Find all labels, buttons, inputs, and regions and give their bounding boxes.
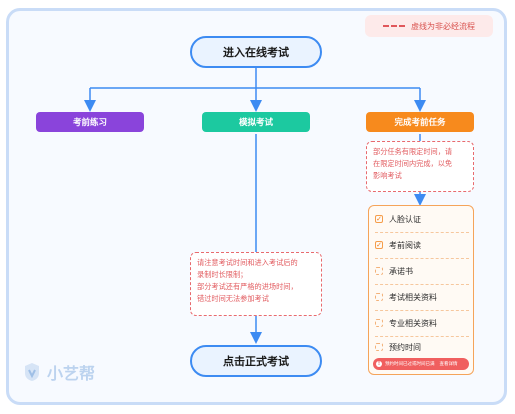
branch-tasks-label: 完成考前任务 (394, 118, 446, 128)
branch-simulation: 模拟考试 (202, 112, 310, 132)
task-label: 考试相关资料 (389, 292, 437, 302)
logo-icon (25, 363, 39, 381)
alert-icon: ! (376, 361, 382, 367)
legend: 虚线为非必经流程 (365, 15, 493, 37)
task-item: ✓ 人脸认证 (375, 210, 469, 228)
branch-practice: 考前练习 (36, 112, 144, 132)
checked-checkbox-icon: ✓ (375, 241, 383, 249)
task-label: 考前阅读 (389, 240, 421, 250)
divider (375, 258, 469, 259)
simulation-note: 请注意考试时间和进入考试后的 录制时长限制； 部分考试还有严格的进场时间， 错过… (190, 252, 322, 316)
start-label: 进入在线考试 (223, 46, 289, 59)
task-label: 预约时间 (389, 342, 421, 352)
divider (375, 232, 469, 233)
divider (375, 310, 469, 311)
task-item: ✓ 考前阅读 (375, 236, 469, 254)
task-list: ✓ 人脸认证 ✓ 考前阅读 承诺书 考试相关资料 专业相关资料 预约时间 ! 预… (368, 205, 474, 375)
task-item: 专业相关资料 (375, 314, 469, 332)
divider (375, 284, 469, 285)
watermark-logo: 小艺帮 (22, 360, 95, 384)
task-label: 专业相关资料 (389, 318, 437, 328)
logo-text: 小艺帮 (47, 364, 96, 383)
task-item: 预约时间 (375, 338, 469, 356)
checked-checkbox-icon: ✓ (375, 215, 383, 223)
legend-dash-sample (383, 25, 405, 27)
tasks-note: 部分任务有限定时间，请 在限定时间内完成，以免 影响考试 (366, 141, 474, 192)
start-node: 进入在线考试 (190, 36, 322, 68)
task-item: 承诺书 (375, 262, 469, 280)
unchecked-checkbox-icon (375, 319, 383, 327)
task-item: 考试相关资料 (375, 288, 469, 306)
branch-practice-label: 考前练习 (72, 118, 107, 128)
unchecked-checkbox-icon (375, 267, 383, 275)
divider (375, 336, 469, 337)
task-label: 人脸认证 (389, 214, 421, 224)
unchecked-checkbox-icon (375, 293, 383, 301)
branch-tasks: 完成考前任务 (366, 112, 474, 132)
unchecked-checkbox-icon (375, 343, 383, 351)
end-label: 点击正式考试 (223, 355, 289, 368)
end-node: 点击正式考试 (190, 345, 322, 377)
branch-simulation-label: 模拟考试 (238, 118, 273, 128)
warning-banner: ! 预约时间已过或时间已满 查看详情 (373, 358, 469, 370)
legend-text: 虚线为非必经流程 (411, 21, 475, 31)
warning-details-link[interactable]: 查看详情 (439, 362, 458, 367)
warning-text: 预约时间已过或时间已满 (385, 362, 435, 367)
task-label: 承诺书 (389, 266, 413, 276)
